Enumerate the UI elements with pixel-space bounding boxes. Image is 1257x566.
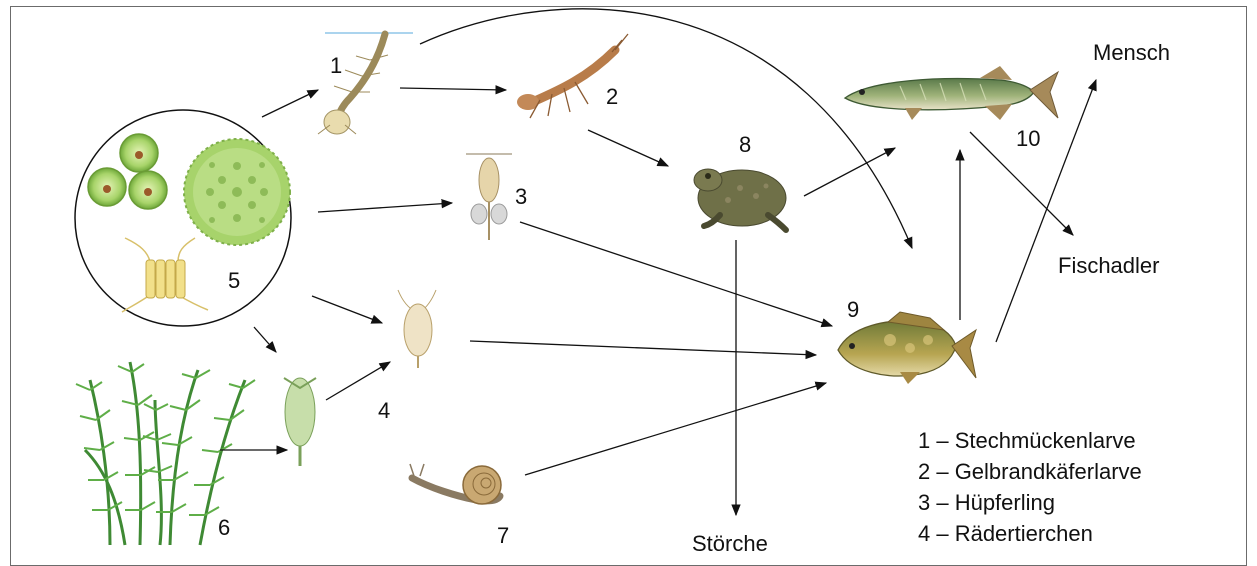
label-organism-3: 3 <box>515 186 527 208</box>
label-organism-1: 1 <box>330 55 342 77</box>
label-organism-6: 6 <box>218 517 230 539</box>
label-mensch: Mensch <box>1093 42 1170 64</box>
snail <box>410 464 501 504</box>
rotifer <box>398 290 436 368</box>
label-organism-2: 2 <box>606 86 618 108</box>
label-organism-8: 8 <box>739 134 751 156</box>
toad <box>694 169 786 230</box>
label-organism-4: 4 <box>378 400 390 422</box>
legend: 1 – Stechmückenlarve 2 – Gelbrandkäferla… <box>918 425 1142 549</box>
colony-alga <box>184 139 290 245</box>
label-organism-7: 7 <box>497 525 509 547</box>
label-fischadler: Fischadler <box>1058 255 1159 277</box>
label-stoerche: Störche <box>692 533 768 555</box>
legend-item-1: 1 – Stechmückenlarve <box>918 425 1142 456</box>
label-organism-5: 5 <box>228 270 240 292</box>
green-rotifer <box>284 378 316 466</box>
legend-item-3: 3 – Hüpferling <box>918 487 1142 518</box>
copepod <box>466 154 512 240</box>
label-organism-9: 9 <box>847 299 859 321</box>
legend-item-2: 2 – Gelbrandkäferlarve <box>918 456 1142 487</box>
mosquito-larva <box>318 33 413 134</box>
label-organism-10: 10 <box>1016 128 1040 150</box>
carp <box>838 312 976 384</box>
phytoplankton-circle <box>75 110 291 326</box>
legend-item-4: 4 – Rädertierchen <box>918 518 1142 549</box>
pike <box>845 66 1058 120</box>
